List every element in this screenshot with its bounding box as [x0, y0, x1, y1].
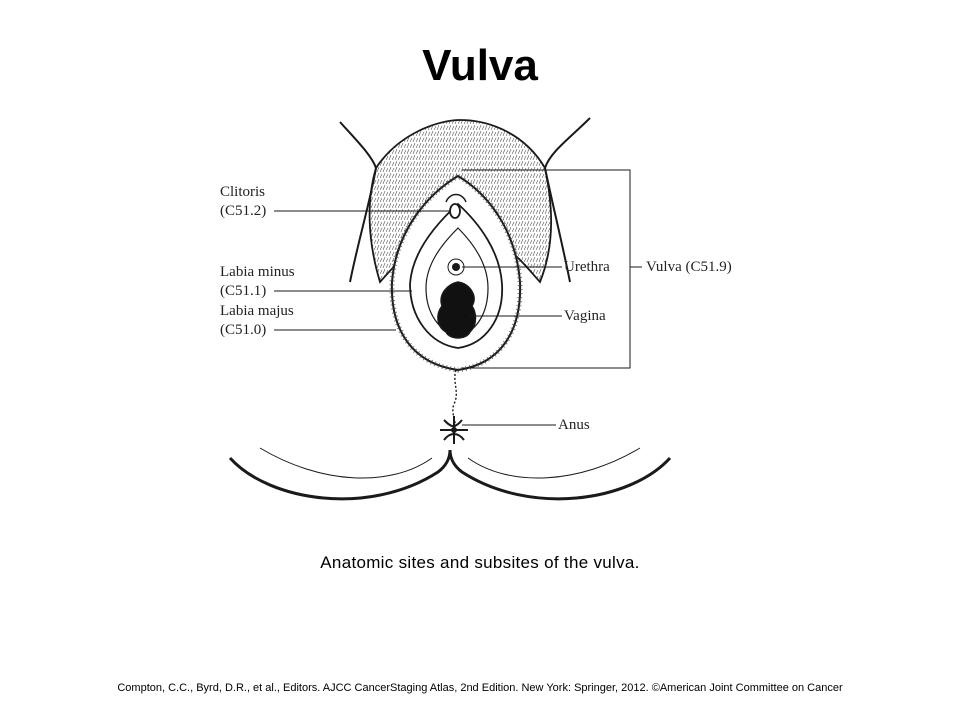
- figure-caption: Anatomic sites and subsites of the vulva…: [320, 553, 640, 572]
- right-thigh-outline: [543, 117, 591, 283]
- urethra-mark: [452, 263, 460, 271]
- clitoris-code-label: (C51.2): [220, 203, 266, 219]
- anus-center: [451, 427, 457, 433]
- labia-minus-code-label: (C51.1): [220, 283, 266, 299]
- clitoral-hood: [445, 193, 467, 203]
- vulva-label: Vulva (C51.9): [646, 259, 732, 275]
- anus-mark: [440, 416, 468, 444]
- labia-majus-label: Labia majus: [220, 303, 294, 319]
- labia-majora-fringe: [389, 173, 523, 373]
- labia-minora: [409, 202, 503, 349]
- source-citation: Compton, C.C., Byrd, D.R., et al., Edito…: [117, 682, 843, 694]
- clitoris-mark: [449, 203, 461, 219]
- urethra-label: Urethra: [564, 259, 610, 275]
- slide-title: Vulva: [422, 41, 538, 90]
- anus-label: Anus: [558, 417, 590, 433]
- vulva-diagram: Clitoris (C51.2) Labia minus (C51.1) Lab…: [220, 117, 732, 501]
- left-buttock-inner: [259, 447, 433, 479]
- anatomy-figure: Clitoris (C51.2) Labia minus (C51.1) Lab…: [200, 112, 760, 512]
- clitoris-label: Clitoris: [220, 184, 265, 200]
- right-buttock-inner: [467, 447, 641, 479]
- left-buttock-outline: [228, 449, 452, 501]
- right-buttock-outline: [448, 449, 672, 501]
- vagina-opening: [437, 281, 477, 339]
- labia-minus-label: Labia minus: [220, 264, 295, 280]
- vagina-label: Vagina: [564, 308, 606, 324]
- labia-majus-code-label: (C51.0): [220, 322, 266, 338]
- vulva-bracket: [462, 169, 642, 369]
